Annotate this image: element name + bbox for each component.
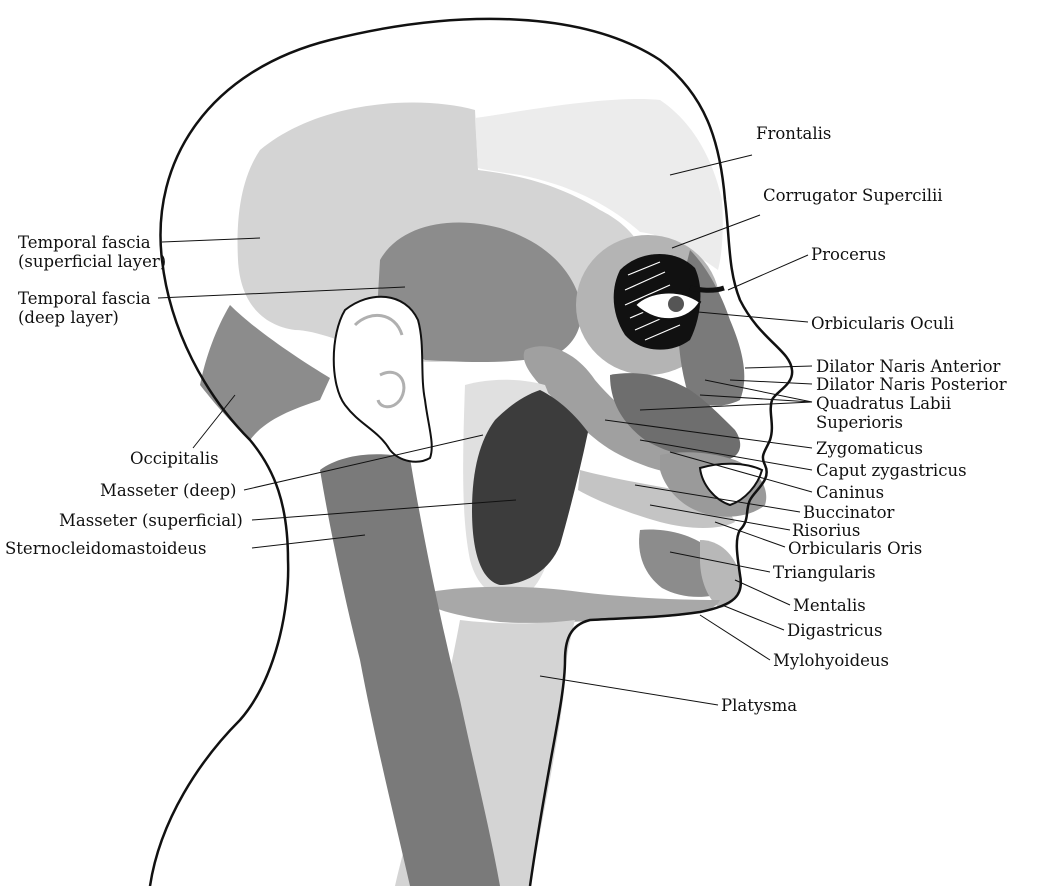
label-masseter-superficial: Masseter (superficial) [59, 511, 243, 530]
eye-iris [668, 296, 684, 312]
label-caput-zygastricus: Caput zygastricus [816, 461, 967, 480]
label-frontalis: Frontalis [756, 124, 831, 143]
label-zygomaticus: Zygomaticus [816, 439, 923, 458]
label-sternocleidomastoideus: Sternocleidomastoideus [5, 539, 206, 558]
label-buccinator: Buccinator [803, 503, 895, 522]
eyebrow [690, 288, 724, 290]
label-quadratus-labii: Quadratus Labii [816, 394, 951, 413]
label-mentalis: Mentalis [793, 596, 866, 615]
label-masseter-deep: Masseter (deep) [100, 481, 237, 500]
label-orbicularis-oculi: Orbicularis Oculi [811, 314, 954, 333]
label-risorius: Risorius [792, 521, 860, 540]
label-temporal-fascia-superficial: Temporal fascia [18, 233, 151, 252]
label-temporal-fascia-deep: Temporal fascia [18, 289, 151, 308]
label-procerus: Procerus [811, 245, 886, 264]
label-temporal-fascia-superficial-sub: (superficial layer) [18, 252, 166, 271]
label-corrugator-supercilii: Corrugator Supercilii [763, 186, 943, 205]
label-quadratus-superioris: Superioris [816, 413, 903, 432]
label-temporal-fascia-deep-sub: (deep layer) [18, 308, 119, 327]
label-platysma: Platysma [721, 696, 797, 715]
label-triangularis: Triangularis [773, 563, 876, 582]
label-orbicularis-oris: Orbicularis Oris [788, 539, 922, 558]
label-mylohyoideus: Mylohyoideus [773, 651, 889, 670]
label-dilator-naris-anterior: Dilator Naris Anterior [816, 357, 1001, 376]
label-digastricus: Digastricus [787, 621, 883, 640]
label-caninus: Caninus [816, 483, 884, 502]
label-occipitalis: Occipitalis [130, 449, 219, 468]
label-dilator-naris-posterior: Dilator Naris Posterior [816, 375, 1007, 394]
